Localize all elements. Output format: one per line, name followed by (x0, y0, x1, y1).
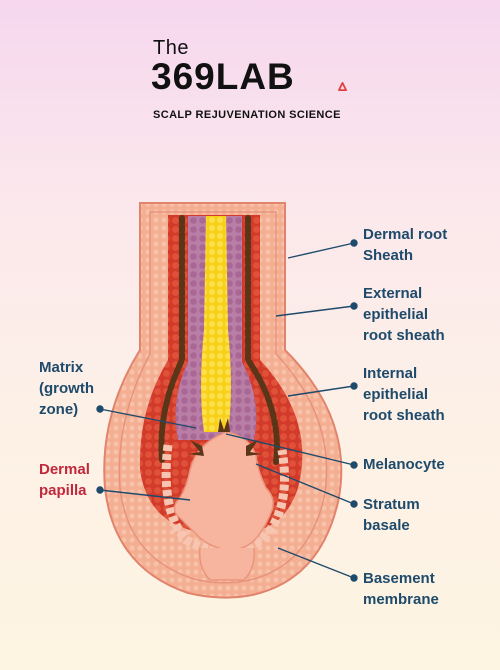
label-basement-membrane: Basement membrane (363, 570, 439, 608)
melanocytes (188, 418, 262, 456)
melanin-line-right (245, 215, 280, 465)
basement-membrane (198, 547, 256, 581)
label-matrix: Matrix (growth zone) (39, 359, 94, 418)
label-stratum-basale: Stratum basale (363, 496, 420, 534)
melanin-line-left (158, 215, 185, 463)
label-melanocyte: Melanocyte (363, 456, 445, 473)
label-internal-epithelial-root-sheath: Internal epithelial root sheath (363, 365, 445, 424)
brand-logo: 369LAB (151, 56, 295, 97)
brand-tagline: SCALP REJUVENATION SCIENCE (153, 109, 341, 121)
brand-the: The (153, 37, 189, 59)
brand-triangle-icon (338, 82, 347, 91)
label-dermal-papilla: Dermal papilla (39, 461, 90, 499)
hair-shaft (201, 216, 231, 432)
label-external-epithelial-root-sheath: External epithelial root sheath (363, 285, 445, 344)
leader-lines (96, 239, 358, 582)
label-dermal-root-sheath: Dermal root Sheath (363, 226, 448, 264)
stratum-basale-band (161, 444, 289, 555)
